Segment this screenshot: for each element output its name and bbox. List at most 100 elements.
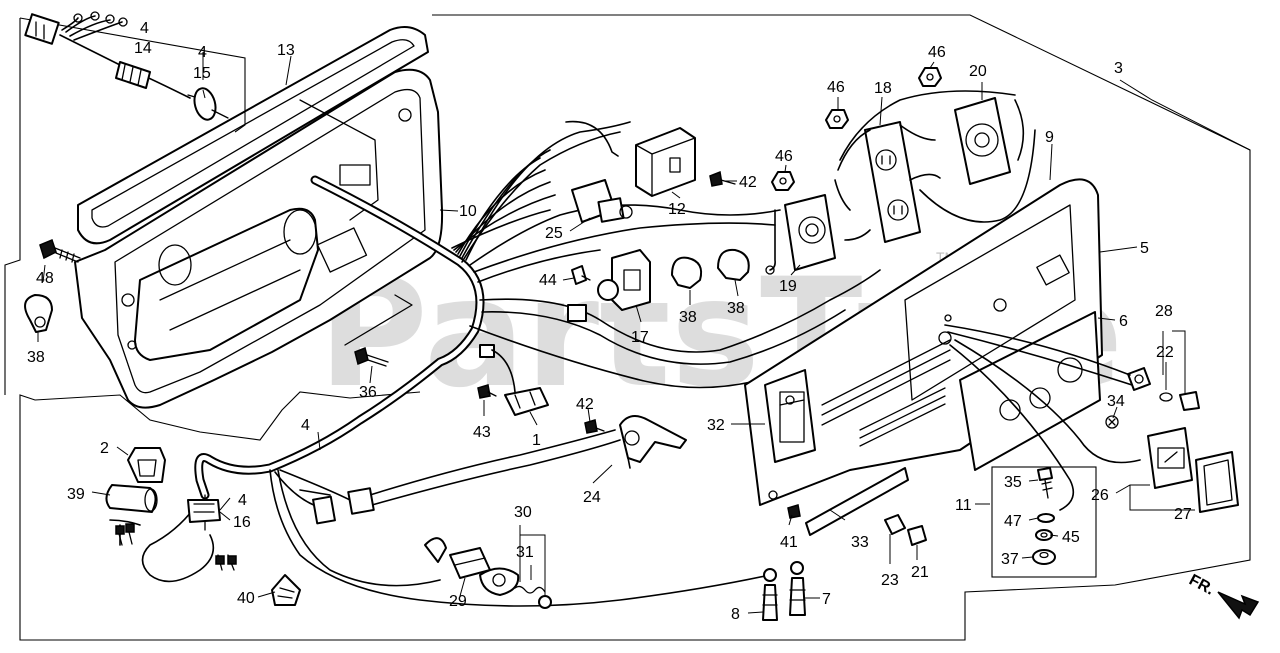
callout-47: 47: [1004, 513, 1022, 530]
callout-7: 7: [822, 591, 831, 608]
callout-2: 2: [100, 440, 109, 457]
front-direction-arrow: [1217, 591, 1260, 620]
washer-47: [1037, 513, 1055, 523]
callout-46-left: 46: [775, 148, 793, 165]
callout-20: 20: [969, 63, 987, 80]
callout-39: 39: [67, 486, 85, 503]
nut-46-c: [918, 67, 942, 87]
callout-28: 28: [1155, 303, 1173, 320]
knob-28: [1127, 367, 1151, 391]
front-direction-label: FR.: [1186, 572, 1217, 599]
leader-lines: [37, 52, 1251, 614]
component-12: [635, 127, 696, 197]
callout-4-lower: 4: [238, 492, 247, 509]
screw-44: [571, 265, 591, 285]
screw-43: [477, 384, 497, 399]
cap-22: [1159, 391, 1200, 411]
receptacle-19: [765, 194, 836, 275]
callout-37: 37: [1001, 551, 1019, 568]
callout-labels: 4 14 4 15 13 10 48 38 36 4 2 39 4 16 40 …: [27, 20, 1192, 623]
washer-45: [1035, 529, 1053, 541]
switch-25: [571, 179, 633, 223]
frame-top-left: [19, 17, 246, 133]
callout-18: 18: [874, 80, 892, 97]
clamp-38-a: [671, 256, 703, 289]
callout-38-center-b: 38: [727, 300, 745, 317]
callout-25: 25: [545, 225, 563, 242]
pin-8: [762, 568, 778, 621]
switch-29: [449, 547, 520, 596]
nut-46-a: [825, 109, 849, 129]
nut-37: [1032, 549, 1056, 565]
component-17: [597, 249, 651, 311]
meter-26: [1147, 427, 1193, 489]
callout-24: 24: [583, 489, 601, 506]
cable-14-15: [24, 11, 229, 121]
callout-40: 40: [237, 590, 255, 607]
callout-19: 19: [779, 278, 797, 295]
clip-40: [271, 574, 301, 606]
callout-13: 13: [277, 42, 295, 59]
bracket-2: [127, 447, 166, 483]
callout-43: 43: [473, 424, 491, 441]
callout-30: 30: [514, 504, 532, 521]
spring-31: [514, 585, 552, 609]
callout-8: 8: [731, 606, 740, 623]
component-24: [619, 415, 687, 469]
clip-23: [884, 514, 906, 535]
callout-48: 48: [36, 270, 54, 287]
callout-6: 6: [1119, 313, 1128, 330]
callout-16: 16: [233, 514, 251, 531]
clamp-38-left: [24, 294, 53, 333]
frame-left: [4, 18, 21, 395]
pin-7: [789, 561, 806, 616]
panel-5: [904, 204, 1076, 401]
callout-4-top: 4: [140, 20, 149, 37]
receptacle-20: [954, 97, 1025, 185]
callout-22: 22: [1156, 344, 1174, 361]
callout-36: 36: [359, 384, 377, 401]
component-1: [491, 349, 549, 416]
screw-42-upper: [709, 170, 736, 187]
clamp-38-b: [717, 248, 750, 281]
callout-21: 21: [911, 564, 929, 581]
cap-21: [907, 525, 927, 546]
harness-connectors: [312, 304, 587, 525]
frame-part-11: [991, 466, 1097, 578]
callout-44: 44: [539, 272, 557, 289]
frame-main: [19, 14, 1251, 641]
callout-35: 35: [1004, 474, 1022, 491]
bolt-35: [1037, 467, 1053, 499]
callout-1: 1: [532, 432, 541, 449]
callout-11: 11: [955, 497, 972, 514]
wiring-harness-4: [109, 120, 881, 607]
callout-38-center-a: 38: [679, 309, 697, 326]
callout-27: 27: [1174, 506, 1192, 523]
callout-3: 3: [1114, 60, 1123, 77]
grommet-16: [187, 494, 221, 531]
callout-26: 26: [1091, 487, 1109, 504]
callout-38-left: 38: [27, 349, 45, 366]
callout-33: 33: [851, 534, 869, 551]
terminal-pins-16: [115, 523, 237, 571]
callout-15: 15: [193, 65, 211, 82]
bolt-48: [39, 238, 81, 263]
callout-46-right: 46: [928, 44, 946, 61]
callout-31: 31: [516, 544, 534, 561]
cover-27: [1195, 451, 1239, 513]
callout-29: 29: [449, 593, 467, 610]
receptacle-wires: [834, 90, 1036, 241]
plug-connector: [424, 537, 447, 563]
callout-23: 23: [881, 572, 899, 589]
group-frames: [4, 14, 1251, 641]
connector-39: [105, 484, 158, 513]
callout-32: 32: [707, 417, 725, 434]
callout-42-upper: 42: [739, 174, 757, 191]
callout-45: 45: [1062, 529, 1080, 546]
callout-4-mid: 4: [198, 44, 207, 61]
nut-46-b: [771, 171, 795, 191]
callout-34: 34: [1107, 393, 1125, 410]
callout-5: 5: [1140, 240, 1149, 257]
callout-17: 17: [631, 329, 649, 346]
